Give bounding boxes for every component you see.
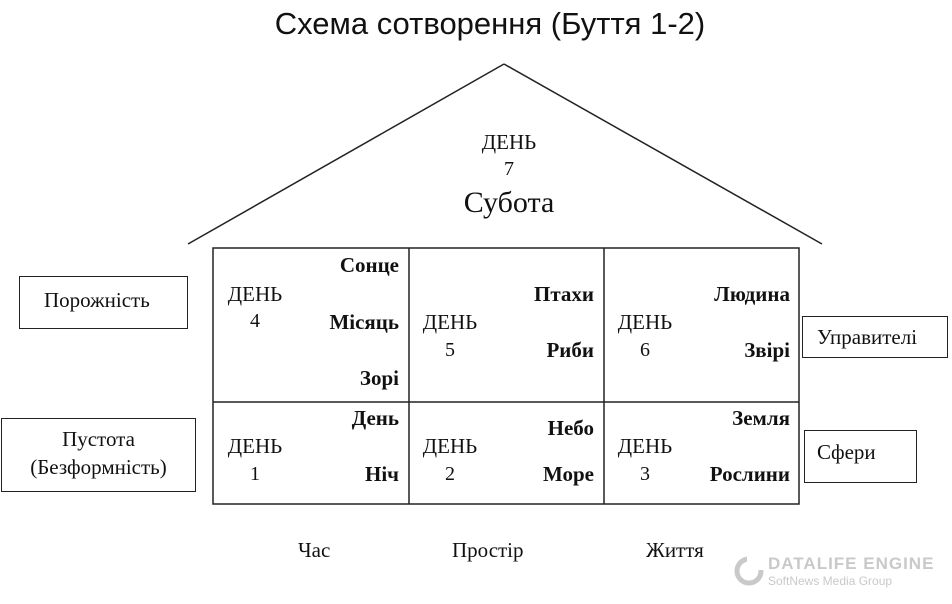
diagram-title: Схема сотворення (Буття 1-2) [274,6,706,41]
cell-day-number: 5 [445,339,455,361]
cell-item: Рослини [709,462,790,486]
watermark-logo-icon [734,556,764,586]
cell-day-number: 3 [640,463,650,485]
roof-day-label: ДЕНЬ [481,130,537,154]
cell-day-label: ДЕНЬ [227,434,283,458]
cell-day-label: ДЕНЬ [422,434,478,458]
cell-item: День [351,406,399,430]
grid-outline [212,247,800,505]
cell-item: Риби [546,338,594,362]
cell-item: Людина [714,282,790,306]
box-void: Пустота (Безформність) [1,418,196,492]
roof-left-line [187,63,505,245]
cell-day-label: ДЕНЬ [422,310,478,334]
footer-space: Простір [452,538,524,562]
box-void-line1: Пустота [62,427,135,451]
cell-day-label: ДЕНЬ [617,310,673,334]
box-spheres: Сфери [804,430,917,483]
cell-item: Ніч [364,462,399,486]
watermark-brand: DATALIFE ENGINE [768,554,935,573]
cell-day-number: 4 [250,310,260,332]
cell-day-number: 2 [445,463,455,485]
box-rulers-label: Управителі [817,325,918,349]
watermark-sub: SoftNews Media Group [768,574,893,588]
footer-life: Життя [646,538,704,562]
watermark: DATALIFE ENGINE SoftNews Media Group [734,552,944,592]
roof-right-line [503,63,823,245]
roof-day-number: 7 [504,158,514,180]
cell-item: Земля [732,406,790,430]
box-spheres-label: Сфери [817,440,876,464]
cell-day-number: 6 [640,339,650,361]
cell-day-number: 1 [250,463,260,485]
box-void-line2: (Безформність) [30,455,167,479]
cell-item: Птахи [533,282,594,306]
box-emptiness: Порожність [19,276,188,329]
cell-item: Зорі [359,366,399,390]
box-rulers: Управителі [802,316,948,358]
box-emptiness-label: Порожність [44,288,150,312]
cell-item: Місяць [329,310,399,334]
footer-time: Час [298,538,331,562]
cell-item: Сонце [339,253,399,277]
cell-item: Звірі [744,338,790,362]
cell-item: Море [542,462,594,486]
roof-day-name: Субота [463,186,555,219]
cell-day-label: ДЕНЬ [617,434,673,458]
cell-day-label: ДЕНЬ [227,282,283,306]
cell-item: Небо [547,416,594,440]
